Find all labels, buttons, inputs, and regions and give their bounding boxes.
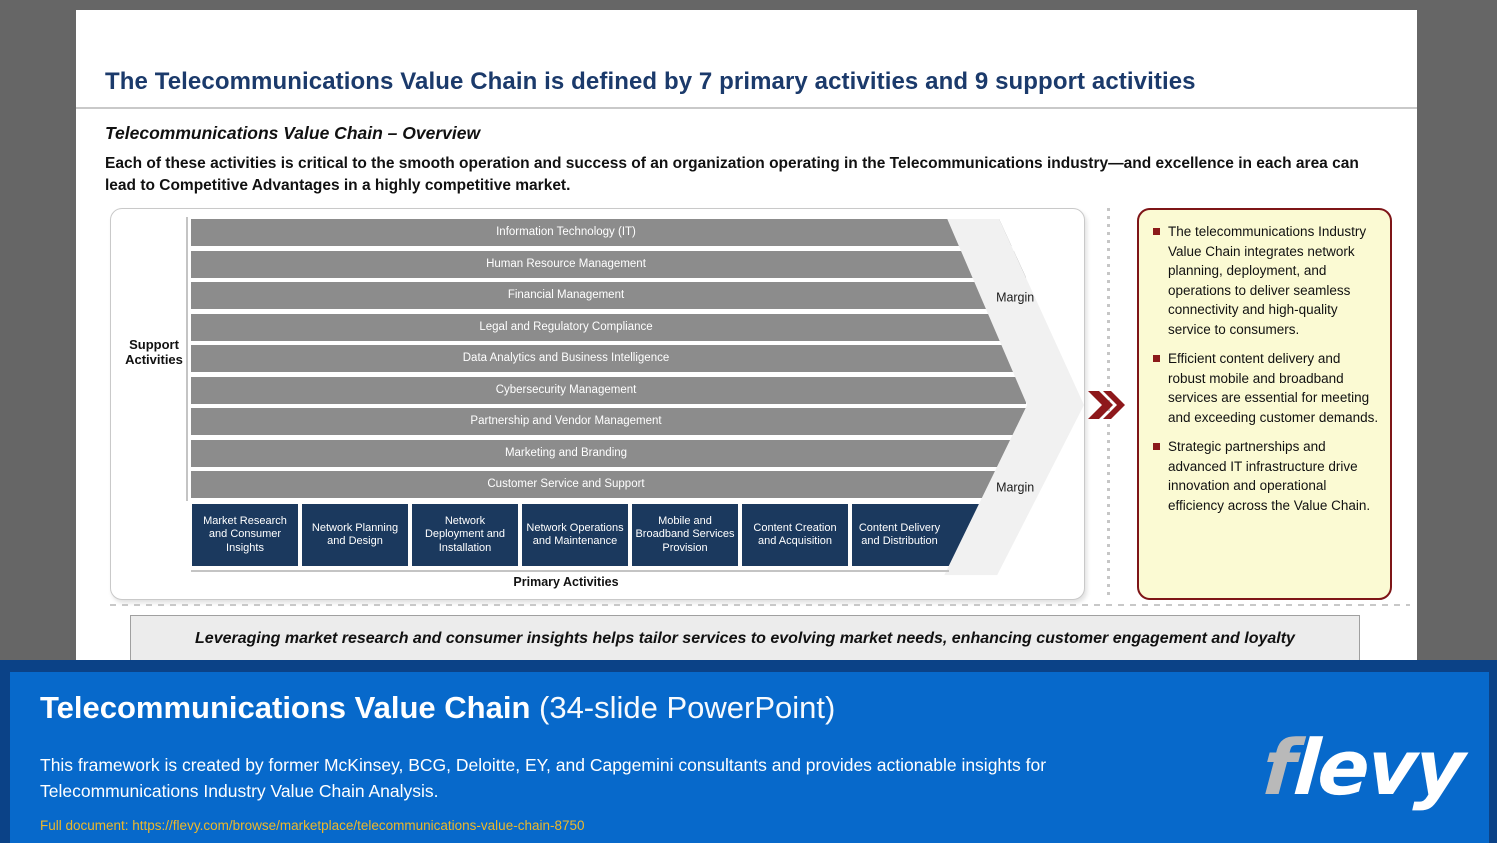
primary-activity-box: Market Research and Consumer Insights xyxy=(192,504,298,566)
primary-activity-box: Network Planning and Design xyxy=(302,504,408,566)
support-activity-bar: Information Technology (IT) xyxy=(191,219,1026,246)
slide-title: The Telecommunications Value Chain is de… xyxy=(105,68,1196,95)
support-activity-bar: Human Resource Management xyxy=(191,250,1026,278)
square-bullet-icon xyxy=(1153,355,1160,362)
support-activity-bar: Data Analytics and Business Intelligence xyxy=(191,345,1026,372)
banner-description: This framework is created by former McKi… xyxy=(40,755,1047,801)
primary-activities-label: Primary Activities xyxy=(513,575,619,589)
slide-subtitle: Telecommunications Value Chain – Overvie… xyxy=(105,123,481,143)
document-format: (34-slide PowerPoint) xyxy=(530,690,836,725)
document-title: Telecommunications Value Chain xyxy=(40,690,531,725)
full-document-link[interactable]: Full document: https://flevy.com/browse/… xyxy=(40,818,585,833)
square-bullet-icon xyxy=(1153,443,1160,450)
support-activities-label: Support Activities xyxy=(125,337,183,367)
flevy-logo: flevy xyxy=(1260,723,1466,812)
insight-bullet: Efficient content delivery and robust mo… xyxy=(1153,349,1380,427)
title-divider xyxy=(76,107,1417,109)
support-activity-bar: Cybersecurity Management xyxy=(191,376,1026,404)
flevy-banner-panel: Telecommunications Value Chain (34-slide… xyxy=(10,672,1489,843)
slide-page: The Telecommunications Value Chain is de… xyxy=(76,10,1417,843)
double-chevron-icon xyxy=(1088,391,1125,419)
primary-activity-box: Mobile and Broadband Services Provision xyxy=(632,504,738,566)
insight-text: Strategic partnerships and advanced IT i… xyxy=(1168,439,1371,513)
primary-divider-line xyxy=(191,570,949,572)
support-divider-line xyxy=(186,217,188,501)
insight-text: Efficient content delivery and robust mo… xyxy=(1168,351,1379,425)
value-chain-diagram: Support Activities Information Technolog… xyxy=(110,208,1085,600)
support-activity-bar: Legal and Regulatory Compliance xyxy=(191,313,1026,341)
support-activity-bar: Financial Management xyxy=(191,282,1026,309)
insight-bullet: The telecommunications Industry Value Ch… xyxy=(1153,222,1380,339)
banner-title: Telecommunications Value Chain (34-slide… xyxy=(40,690,835,726)
support-activity-bar: Customer Service and Support xyxy=(191,471,1026,498)
flevy-banner: Telecommunications Value Chain (34-slide… xyxy=(0,660,1497,843)
insight-bullet: Strategic partnerships and advanced IT i… xyxy=(1153,437,1380,515)
slide-intro-text: Each of these activities is critical to … xyxy=(105,155,1359,194)
primary-activity-box: Network Operations and Maintenance xyxy=(522,504,628,566)
primary-activity-box: Network Deployment and Installation xyxy=(412,504,518,566)
square-bullet-icon xyxy=(1153,228,1160,235)
primary-activities-row: Market Research and Consumer Insights Ne… xyxy=(192,504,986,566)
dashed-separator-line xyxy=(110,604,1410,606)
support-activity-bar: Marketing and Branding xyxy=(191,439,1026,467)
support-activity-bar: Partnership and Vendor Management xyxy=(191,408,1026,435)
footnote-text: Leveraging market research and consumer … xyxy=(195,630,1295,647)
support-activities-bars: Information Technology (IT) Human Resour… xyxy=(191,219,1026,498)
primary-activity-box: Content Delivery and Distribution xyxy=(852,504,986,566)
flevy-logo-levy: levy xyxy=(1291,723,1467,812)
insights-panel: The telecommunications Industry Value Ch… xyxy=(1137,208,1392,600)
primary-activity-box: Content Creation and Acquisition xyxy=(742,504,848,566)
insight-text: The telecommunications Industry Value Ch… xyxy=(1168,224,1367,337)
